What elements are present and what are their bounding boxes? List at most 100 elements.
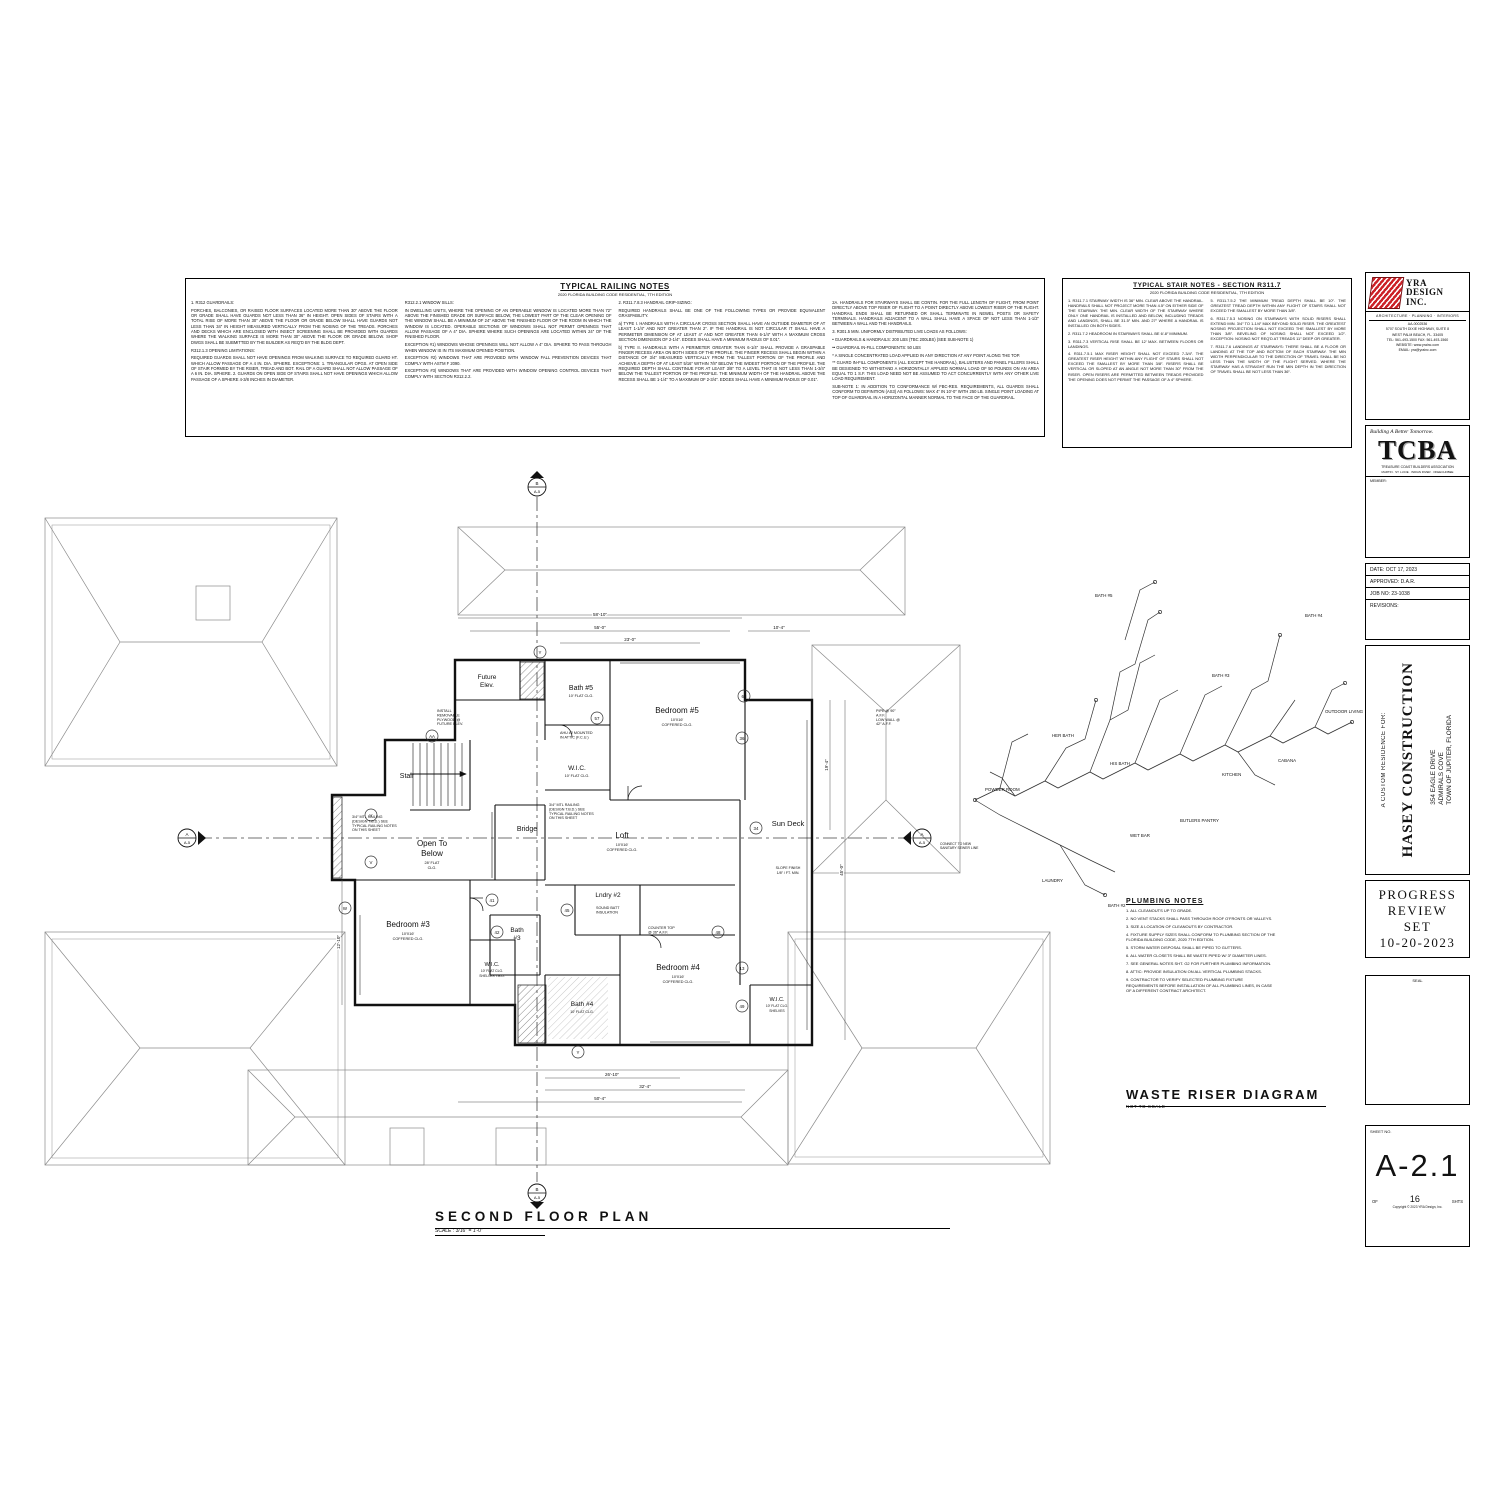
- door-swings: [469, 724, 662, 949]
- note-paragraph: EXCEPTION #1) WINDOWS WHOSE OPENINGS WIL…: [404, 342, 612, 353]
- room-bath-4: Bath #410′ FLAT CLG.: [570, 1001, 594, 1014]
- note-paragraph: 7. R311.7.6 LANDINGS AT STAIRWAYS: THERE…: [1210, 343, 1347, 375]
- floor-plan-scale: SCALE : 3/16″ = 1′-0″: [435, 1228, 545, 1236]
- svg-text:Bedroom #4: Bedroom #4: [656, 963, 700, 972]
- interior-walls: [332, 660, 812, 1045]
- window-lines: [359, 662, 808, 1043]
- floor-plan-title: SECOND FLOOR PLAN: [435, 1209, 653, 1224]
- note-paragraph: EXCEPTION #3) WINDOWS THAT ARE PROVIDED …: [404, 368, 612, 379]
- waste-riser-scale: NOT TO SCALE: [1126, 1104, 1166, 1109]
- svg-text:45′-0″: 45′-0″: [839, 864, 844, 876]
- firm-name-line1: YRA: [1406, 278, 1427, 289]
- progress-line-1: PROGRESS: [1378, 886, 1457, 902]
- svg-text:COFFERED CLG.: COFFERED CLG.: [663, 980, 694, 984]
- svg-text:34: 34: [754, 826, 759, 831]
- firm-name: YRA DESIGN INC.: [1406, 279, 1444, 307]
- svg-text:BATH #5: BATH #5: [1095, 593, 1113, 598]
- note-paragraph: SUB-NOTE 1: IN ADDITION TO CONFORMANCE W…: [832, 384, 1039, 400]
- firm-tagline: ARCHITECTURE · PLANNING · INTERIORS: [1369, 314, 1466, 321]
- section-markers: B A-5 B A-5 A A-5 A A: [177, 471, 932, 1209]
- project-address-1: 354 EAGLE DRIVE: [1430, 749, 1437, 805]
- stair-notes-col-1: 1. R311.7.1 STAIRWAY WIDTH IS 36″ MIN. C…: [1068, 298, 1204, 384]
- waste-riser-piping: [973, 580, 1354, 897]
- project-address-2: ADMIRALS COVE: [1438, 752, 1445, 805]
- plumbing-note-item: 3. SIZE & LOCATION OF CLEANOUTS BY CONTR…: [1126, 923, 1234, 929]
- note-paragraph: 4. R311.7.5.1 MAX RISER HEIGHT SHALL NOT…: [1068, 351, 1204, 382]
- sheet-number-box: SHEET NO. A-2.1 OF 16 SHTS Copyright © 2…: [1365, 1125, 1470, 1247]
- firm-name-line3: INC.: [1406, 296, 1427, 307]
- progress-line-2: REVIEW: [1387, 902, 1448, 918]
- svg-text:B: B: [535, 481, 538, 486]
- firm-address-2: WEST PALM BEACH, FL. 33405: [1391, 332, 1444, 337]
- room-bedroom-4: Bedroom #4 10′X16′COFFERED CLG.: [656, 963, 700, 984]
- waste-riser-title: WASTE RISER DIAGRAM: [1126, 1087, 1320, 1102]
- railing-notes-col-4: 2A. HANDRAILS FOR STAIRWAYS SHALL BE CON…: [832, 300, 1039, 403]
- sheet-shts-label: SHTS: [1451, 1199, 1463, 1204]
- tcba-subtitle: TREASURE COAST BUILDERS ASSOCIATION: [1381, 465, 1454, 469]
- railing-notes-title: TYPICAL RAILING NOTES: [560, 282, 670, 291]
- note-paragraph: PORCHES, BALCONIES, OR RAISED FLOOR SURF…: [191, 307, 398, 345]
- project-client-name: HASEY CONSTRUCTION: [1400, 662, 1416, 858]
- svg-text:W: W: [343, 906, 348, 911]
- svg-text:Bath #5: Bath #5: [569, 685, 593, 692]
- svg-text:57: 57: [595, 716, 600, 721]
- svg-text:41: 41: [490, 898, 495, 903]
- svg-text:13: 13: [740, 966, 745, 971]
- note-paragraph: EXCEPTION #2) WINDOWS THAT ARE PROVIDED …: [404, 355, 612, 366]
- stair-notes-subtitle: 2020 FLORIDA BUILDING CODE RESIDENTIAL, …: [1149, 290, 1265, 295]
- svg-text:BATH #2: BATH #2: [1108, 903, 1126, 908]
- section-marker-right: A A-5: [903, 828, 932, 848]
- svg-text:10′X16′: 10′X16′: [672, 975, 685, 979]
- project-meta-box: DATE: OCT 17, 2023 APPROVED: D.A.R. JOB …: [1365, 563, 1470, 640]
- room-bedroom-3: Bedroom #310′X16′COFFERED CLG.: [386, 920, 430, 941]
- svg-text:#3: #3: [513, 935, 521, 942]
- svg-text:CABANA: CABANA: [1278, 758, 1296, 763]
- svg-text:HER BATH: HER BATH: [1052, 733, 1074, 738]
- project-address-3: TOWN OF JUPITER, FLORIDA: [1446, 715, 1453, 805]
- svg-text:Lndry #2: Lndry #2: [595, 892, 621, 899]
- waste-riser-title-block: WASTE RISER DIAGRAM: [1126, 1086, 1326, 1107]
- note-paragraph: * A SINGLE CONCENTRATED LOAD APPLIED IN …: [832, 352, 1021, 358]
- svg-text:23′-0″: 23′-0″: [624, 637, 636, 642]
- note-paragraph: R312.1.3 OPENING LIMITATIONS:: [191, 347, 255, 353]
- stair-treads: [410, 743, 467, 806]
- svg-text:COFFERED CLG.: COFFERED CLG.: [607, 848, 638, 852]
- svg-text:HIS BATH: HIS BATH: [1110, 761, 1130, 766]
- note-paragraph: 3. R301.5 MIN. UNIFORMLY DISTRIBUTED LIV…: [832, 329, 967, 335]
- plumbing-note-item: 9. CONTRACTOR TO VERIFY SELECTED PLUMBIN…: [1126, 977, 1273, 994]
- svg-text:WET BAR: WET BAR: [1130, 833, 1150, 838]
- svg-text:Elev.: Elev.: [480, 682, 494, 689]
- svg-text:W.I.C.: W.I.C.: [770, 997, 785, 1003]
- svg-text:10′ FLAT CLG.: 10′ FLAT CLG.: [569, 694, 594, 698]
- room-wic-top: W.I.C.10′ FLAT CLG.: [565, 765, 590, 778]
- section-marker-top: B A-5: [527, 471, 547, 497]
- svg-text:26′-10″: 26′-10″: [605, 1072, 619, 1077]
- svg-text:50′-4″: 50′-4″: [594, 1096, 606, 1101]
- note-paragraph: 3. R311.7.3 VERTICAL RISE SHALL BE 12′ M…: [1068, 338, 1204, 349]
- progress-line-4: 10-20-2023: [1379, 935, 1456, 951]
- reference-tags: [338, 645, 763, 1059]
- plumbing-note-item: 8. ATTIC: PROVIDE INSULATION ON ALL VERT…: [1126, 969, 1262, 975]
- svg-text:32′-4″: 32′-4″: [639, 1084, 651, 1089]
- room-bath-5: Bath #5 10′ FLAT CLG.: [569, 685, 594, 698]
- tcba-member-label: MEMBER:: [1370, 479, 1387, 483]
- svg-text:A: A: [185, 832, 188, 837]
- tcba-box: Building A Better Tomorrow. TCBA TREASUR…: [1365, 425, 1470, 558]
- svg-text:1/8″ / FT. MIN.: 1/8″ / FT. MIN.: [777, 871, 800, 875]
- note-paragraph: • GUARDRAILS & HANDRAILS: 200 LBS (TBC 2…: [832, 336, 974, 342]
- svg-text:28′ FLAT: 28′ FLAT: [425, 861, 441, 865]
- note-paragraph: 2. R311.7.8.3 HANDRAIL GRIP-SIZING:: [618, 300, 692, 305]
- meta-job-no: JOB NO: 23-1038: [1366, 588, 1469, 600]
- room-stair: Stair: [400, 773, 415, 780]
- svg-text:SHELVES: SHELVES: [769, 1009, 785, 1013]
- svg-text:45: 45: [565, 908, 570, 913]
- svg-text:49: 49: [740, 1004, 745, 1009]
- svg-text:A-5: A-5: [184, 840, 191, 845]
- svg-text:LAUNDRY: LAUNDRY: [1042, 878, 1063, 883]
- svg-text:36: 36: [740, 736, 745, 741]
- meta-date: DATE: OCT 17, 2023: [1366, 564, 1469, 576]
- svg-text:POWDER ROOM: POWDER ROOM: [985, 787, 1020, 792]
